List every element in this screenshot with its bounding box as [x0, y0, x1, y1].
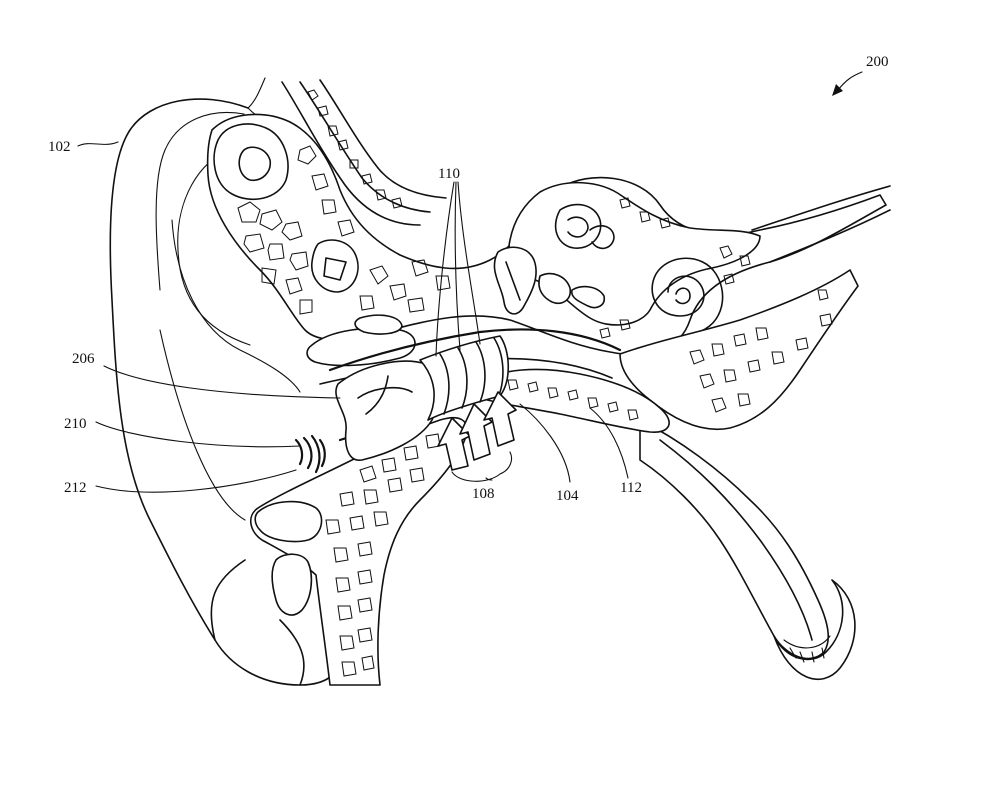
tube-inner-line	[659, 439, 813, 641]
sound-waves	[294, 434, 326, 474]
tube-flare	[773, 579, 856, 681]
concha-line	[159, 329, 246, 521]
figure-number-text: 200	[866, 54, 889, 70]
device-hook	[365, 375, 389, 415]
lobule-inner	[279, 619, 305, 686]
skull-line-3	[319, 79, 447, 199]
bone-nodule-core	[323, 257, 347, 281]
ossicle-line	[505, 261, 521, 301]
petrous-cells	[689, 289, 833, 413]
leader-110-c	[457, 181, 481, 345]
outer-ear	[109, 77, 342, 686]
leader-108	[485, 477, 493, 481]
tragus-nodule	[254, 500, 323, 543]
pinna-rim	[109, 98, 342, 686]
bone-line-mid	[769, 209, 891, 263]
semicircular-canal-2	[589, 225, 615, 250]
label-104: 104	[556, 488, 579, 504]
label-108: 108	[472, 486, 495, 502]
ring-3	[475, 341, 486, 403]
stapes	[570, 285, 606, 309]
bone-cells	[237, 145, 451, 315]
pressure-arrows	[437, 391, 517, 482]
leader-110-a	[435, 181, 455, 357]
leader-212	[95, 469, 297, 493]
ring-2	[457, 347, 468, 409]
canal-roof-nub	[354, 314, 403, 335]
antihelix-curve	[171, 219, 301, 393]
cartilage-lobe	[271, 553, 313, 616]
leader-104	[519, 403, 571, 483]
arrow-3	[483, 391, 517, 447]
vestibule	[554, 203, 602, 249]
middle-inner-ear	[493, 181, 761, 339]
eustachian-tube	[639, 419, 856, 681]
ring-4	[493, 337, 504, 399]
canal-wall-upper	[328, 328, 622, 372]
reference-labels: 102 206 210 212 110 108 104 112	[48, 139, 642, 504]
label-212: 212	[64, 480, 87, 496]
leader-110-b	[454, 181, 461, 351]
lower-bone-cells	[325, 433, 441, 677]
antihelix-line	[177, 149, 251, 346]
malleus	[493, 246, 537, 315]
tube-flare-hatch	[789, 647, 825, 663]
label-206: 206	[72, 351, 95, 367]
skull-outer-line	[281, 81, 421, 226]
wave-2	[302, 436, 313, 470]
leader-102	[77, 141, 119, 147]
upper-bone-core	[238, 146, 272, 182]
wave-3	[310, 434, 321, 474]
arrow-2	[459, 403, 493, 461]
cochlea-center	[675, 287, 691, 305]
device-earbud	[335, 360, 440, 461]
wave-1	[294, 438, 304, 466]
arrows-bracket	[451, 451, 513, 482]
label-102: 102	[48, 139, 71, 155]
tube-body	[639, 419, 830, 660]
tube-flare-ring	[783, 635, 831, 649]
skull-line-2	[299, 81, 431, 213]
skull-bone-cells	[307, 89, 403, 209]
leader-206	[103, 365, 341, 399]
incus	[538, 272, 572, 304]
figure-number: 200	[832, 54, 889, 96]
leader-112	[589, 407, 629, 479]
sealing-rings	[419, 335, 510, 421]
bone-line-upper	[751, 185, 891, 231]
helix-inner	[155, 111, 245, 291]
bone-nodule	[311, 239, 359, 293]
ring-1	[439, 353, 450, 415]
label-210: 210	[64, 416, 87, 432]
skull-layers	[281, 79, 447, 226]
leader-lines	[77, 141, 629, 493]
inner-ear-cells	[599, 197, 751, 339]
leader-210	[95, 421, 301, 448]
lobule-line	[210, 559, 246, 641]
label-112: 112	[620, 480, 642, 496]
in-ear-device	[335, 335, 510, 461]
label-110: 110	[438, 166, 460, 182]
lower-bone-left	[250, 416, 468, 686]
upper-bone-lobe	[213, 123, 289, 201]
figure-number-arrowhead	[832, 84, 843, 96]
semicircular-canal	[567, 216, 589, 238]
cochlea-spiral	[651, 257, 724, 335]
wave-4	[318, 438, 326, 468]
figure-number-arrow	[837, 71, 863, 91]
